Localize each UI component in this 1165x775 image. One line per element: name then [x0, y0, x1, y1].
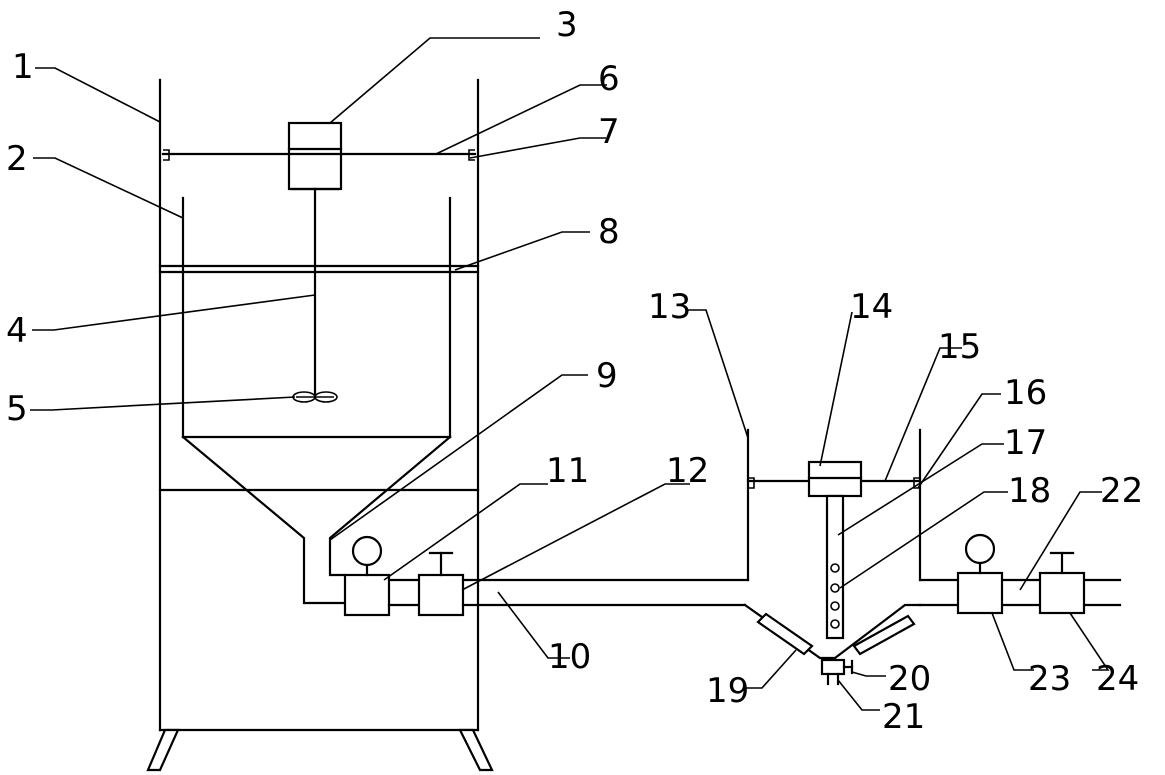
perforated-tube	[825, 494, 845, 640]
label-14: 14	[850, 287, 893, 327]
support-plate	[158, 264, 480, 274]
leader-lines	[30, 37, 1110, 711]
outlet-valve	[1038, 551, 1086, 615]
label-6: 6	[598, 59, 620, 99]
label-8: 8	[598, 212, 620, 252]
label-18: 18	[1008, 471, 1051, 511]
label-11: 11	[546, 451, 589, 491]
label-24: 24	[1096, 659, 1139, 699]
label-1: 1	[12, 47, 34, 87]
label-5: 5	[6, 389, 28, 429]
label-4: 4	[6, 311, 28, 351]
transfer-pipe	[461, 578, 750, 607]
part-labels: 1 2 3 4 5 6 7 8 9 10 11 12 13 14 15 16 1…	[6, 5, 1143, 737]
label-10: 10	[548, 637, 591, 677]
support-legs	[146, 728, 494, 772]
label-2: 2	[6, 139, 28, 179]
label-13: 13	[648, 287, 691, 327]
mixing-tank	[181, 196, 452, 605]
left-valve	[417, 551, 465, 617]
label-23: 23	[1028, 659, 1071, 699]
label-17: 17	[1004, 423, 1047, 463]
label-21: 21	[882, 697, 925, 737]
outlet-pump	[956, 533, 1004, 615]
separator-motor	[807, 460, 863, 498]
outlet-pipe	[918, 578, 1122, 607]
label-22: 22	[1100, 471, 1143, 511]
label-15: 15	[938, 327, 981, 367]
label-12: 12	[666, 451, 709, 491]
label-19: 19	[706, 671, 749, 711]
label-9: 9	[596, 356, 618, 396]
label-3: 3	[556, 5, 578, 45]
label-20: 20	[888, 659, 931, 699]
motor	[287, 121, 343, 191]
filter-screen-right	[852, 614, 916, 656]
left-pump	[343, 535, 391, 617]
filter-screen-left	[756, 612, 814, 656]
drain-valve	[820, 658, 854, 686]
label-16: 16	[1004, 373, 1047, 413]
label-7: 7	[598, 112, 620, 152]
